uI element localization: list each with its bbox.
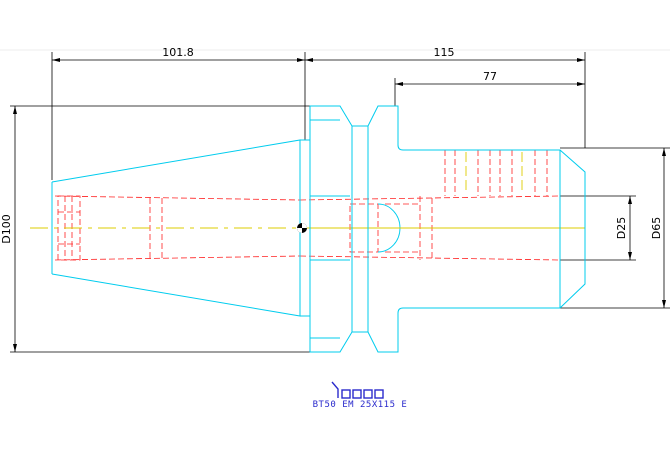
- dim-body-length: 77: [483, 70, 497, 83]
- iscar-logo: [331, 381, 384, 399]
- center-mark-quadrant-2: [297, 228, 302, 233]
- dim-bore-diameter: D25: [615, 217, 628, 239]
- dimension-lines: [0, 49, 670, 353]
- hidden-lines: [54, 150, 561, 261]
- dimension-arrows: [13, 58, 666, 352]
- dim-flange-diameter: D100: [0, 214, 13, 243]
- center-mark-quadrant: [302, 223, 307, 228]
- dim-body-diameter: D65: [650, 217, 663, 239]
- drawing-caption: BT50 EM 25X115 E: [312, 400, 408, 410]
- dim-overall-projection: 115: [434, 46, 455, 59]
- centerline: [30, 152, 585, 229]
- part-outline: [51, 105, 586, 353]
- dim-taper-length: 101.8: [162, 46, 194, 59]
